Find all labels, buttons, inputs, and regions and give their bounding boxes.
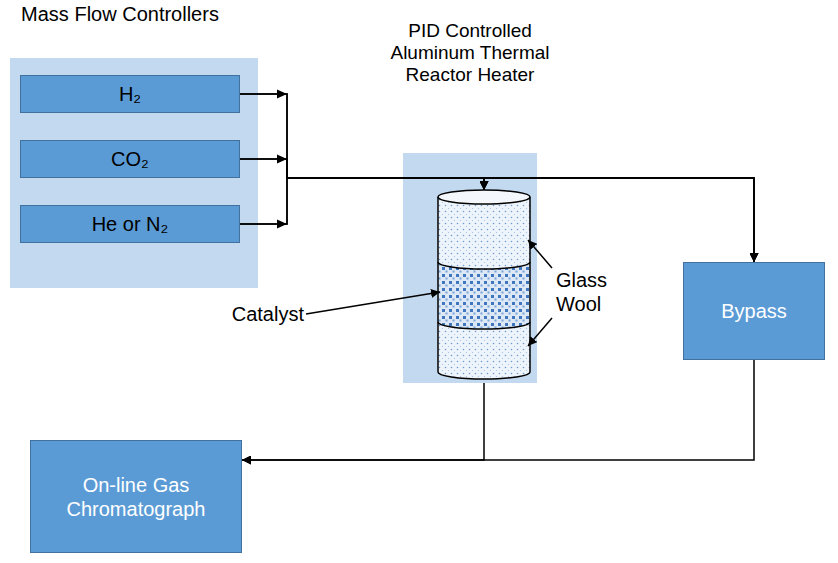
part-label: Glass Wool — [556, 268, 618, 316]
label-holder: Catalyst — [220, 302, 304, 326]
box-label: On-line Gas Chromatograph — [31, 473, 241, 521]
part-label: Catalyst — [220, 302, 304, 326]
flow-line — [240, 159, 484, 190]
leader-arrow — [528, 318, 552, 346]
box-label: Bypass — [715, 299, 793, 323]
cylinder-outline — [438, 197, 530, 379]
cylinder-top — [438, 190, 530, 204]
manifold-arrowhead — [277, 90, 287, 99]
box-label: H₂ — [113, 82, 147, 106]
chromatograph-box: On-line Gas Chromatograph — [30, 440, 242, 553]
bypass-box: Bypass — [683, 262, 825, 360]
flow-line — [240, 159, 754, 262]
controller-group: H₂CO₂He or N₂Mass Flow Controllers — [10, 58, 258, 288]
catalyst-bed — [438, 262, 530, 329]
glass-wool-packing — [438, 197, 530, 379]
flow-line — [240, 178, 484, 224]
leader-arrow — [306, 292, 440, 314]
leader-arrow — [528, 240, 552, 268]
box-label: He or N₂ — [86, 212, 175, 236]
flow-controller: CO₂ — [20, 140, 240, 178]
flow-line — [240, 94, 484, 190]
group-heading: PID Controlled Aluminum Thermal Reactor … — [380, 20, 560, 86]
label-holder: Glass Wool — [556, 268, 618, 316]
reactor-heater: PID Controlled Aluminum Thermal Reactor … — [403, 153, 537, 383]
flow-line — [240, 178, 754, 262]
manifold-arrowhead — [277, 220, 287, 229]
box-label: CO₂ — [105, 147, 155, 171]
bed-divider — [438, 322, 530, 329]
flow-line — [242, 360, 754, 460]
bed-divider — [438, 262, 530, 269]
flow-line — [242, 383, 484, 460]
flow-line — [240, 94, 754, 262]
manifold-arrowhead — [277, 155, 287, 164]
group-heading: Mass Flow Controllers — [20, 2, 220, 26]
flow-controller: He or N₂ — [20, 205, 240, 243]
flow-controller: H₂ — [20, 75, 240, 113]
